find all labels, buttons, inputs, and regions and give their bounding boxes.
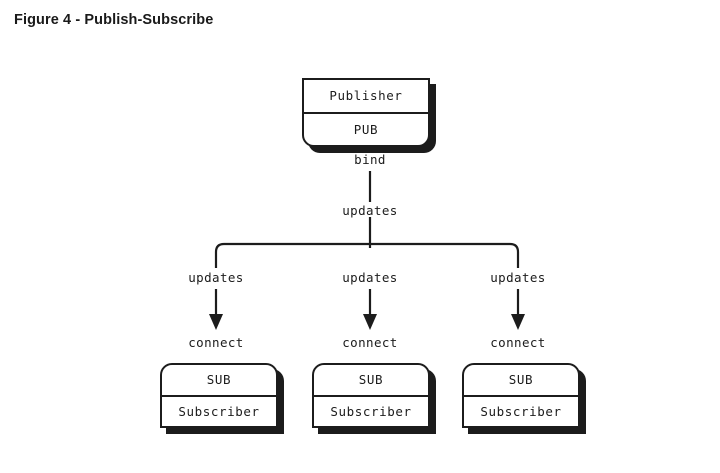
- publisher-socket-label: PUB: [304, 111, 428, 146]
- wire-distribution-bus: [214, 242, 520, 268]
- page-title: Figure 4 - Publish-Subscribe: [14, 12, 214, 28]
- subscriber-3-socket-label: SUB: [508, 372, 534, 388]
- branch-1-updates-label: updates: [188, 270, 244, 285]
- branch-2-connect-label: connect: [342, 335, 398, 350]
- subscriber-2-role-label: Subscriber: [314, 394, 428, 427]
- subscriber-node-2-body: SUB Subscriber: [312, 363, 430, 428]
- branch-3-connect-label: connect: [490, 335, 546, 350]
- subscriber-node-2[interactable]: SUB Subscriber: [312, 363, 436, 434]
- publisher-role-label: Publisher: [329, 88, 403, 104]
- publisher-node[interactable]: Publisher PUB: [302, 78, 436, 153]
- arrowhead-branch-1: [209, 314, 223, 330]
- branch-3-updates-label: updates: [490, 270, 546, 285]
- arrowhead-branch-2: [363, 314, 377, 330]
- subscriber-node-3[interactable]: SUB Subscriber: [462, 363, 586, 434]
- branch-2-updates-label: updates: [342, 270, 398, 285]
- fanout-updates-label: updates: [342, 203, 398, 218]
- subscriber-node-3-body: SUB Subscriber: [462, 363, 580, 428]
- subscriber-node-1-body: SUB Subscriber: [160, 363, 278, 428]
- publisher-node-body: Publisher PUB: [302, 78, 430, 147]
- arrowhead-branch-3: [511, 314, 525, 330]
- branch-1-connect-label: connect: [188, 335, 244, 350]
- bind-label: bind: [354, 152, 386, 167]
- subscriber-2-socket-label: SUB: [358, 372, 384, 388]
- subscriber-3-role-label: Subscriber: [464, 394, 578, 427]
- subscriber-1-socket-label: SUB: [206, 372, 232, 388]
- subscriber-node-1[interactable]: SUB Subscriber: [160, 363, 284, 434]
- subscriber-1-role-label: Subscriber: [162, 394, 276, 427]
